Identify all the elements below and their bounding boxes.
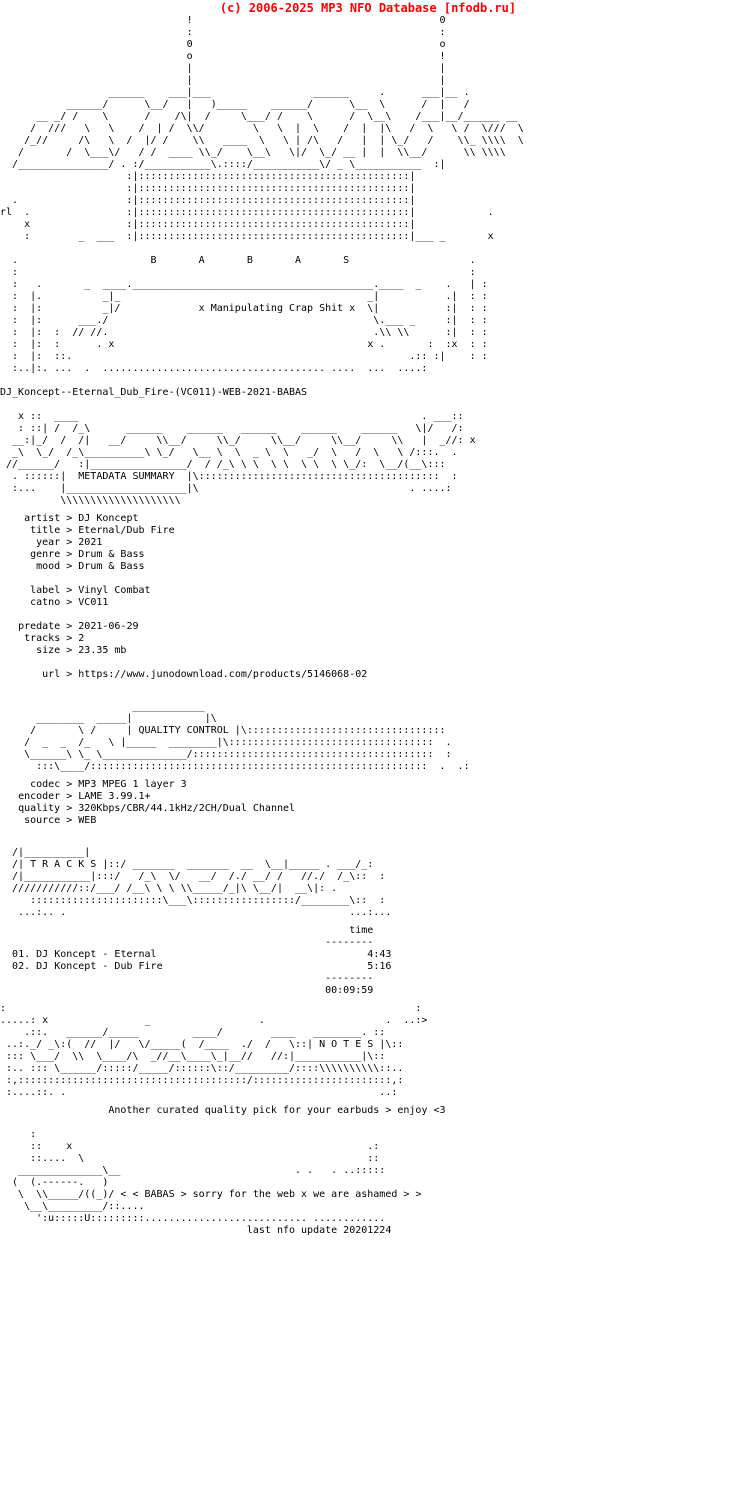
meta-value-genre: Drum & Bass [78, 549, 145, 560]
header-logo-ascii: ! 0 : : 0 o [0, 15, 524, 374]
qc-key-encoder: encoder [18, 791, 61, 802]
notes-text: Another curated quality pick for your ea… [108, 1105, 446, 1116]
qc-key-quality: quality [18, 803, 61, 814]
tracklist-total-time: 00:09:59 [325, 985, 374, 996]
meta-key-url: url [42, 669, 61, 680]
site-header: (c) 2006-2025 MP3 NFO Database [nfodb.ru… [219, 1, 517, 15]
qc-key-codec: codec [30, 779, 61, 790]
metadata-section-banner: x :: ____ . ___:: : ::| / /_\ ______ ___… [6, 411, 476, 506]
meta-key-year: year [36, 537, 61, 548]
meta-value-mood: Drum & Bass [78, 561, 145, 572]
notes-text-line: Another curated quality pick for your ea… [0, 1105, 736, 1117]
footer-ascii: : :: x .: ::.... \ :: ______________\__ … [12, 1129, 422, 1224]
qc-value-codec: MP3 MPEG 1 layer 3 [78, 779, 187, 790]
meta-value-size: 23.35 mb [78, 645, 127, 656]
meta-value-year: 2021 [78, 537, 103, 548]
quality-section-banner: ____________ ________ _____| |\ / \ / | … [24, 701, 470, 772]
track-artist-1: DJ Koncept [36, 949, 97, 960]
track-time-1: 4:43 [367, 949, 392, 960]
meta-key-tracks: tracks [24, 633, 61, 644]
tracks-section-banner: /|__________| /| T R A C K S |::/ ______… [12, 847, 392, 918]
track-artist-2: DJ Koncept [36, 961, 97, 972]
meta-key-genre: genre [30, 549, 61, 560]
qc-value-encoder: LAME 3.99.1+ [78, 791, 151, 802]
track-num-2: 02. [12, 961, 31, 972]
meta-key-size: size [36, 645, 61, 656]
last-update-text: last nfo update 20201224 [246, 1225, 392, 1236]
qc-value-quality: 320Kbps/CBR/44.1kHz/2CH/Dual Channel [78, 803, 296, 814]
meta-value-predate: 2021-06-29 [78, 621, 139, 632]
metadata-fields: artist > DJ Koncept title > Eternal/Dub … [18, 513, 368, 680]
meta-value-tracks: 2 [78, 633, 85, 644]
track-row-2: 02. DJ Koncept - Dub Fire [12, 961, 163, 972]
meta-value-catno: VC011 [78, 597, 109, 608]
meta-key-label: label [30, 585, 61, 596]
track-title-2: Dub Fire [114, 961, 163, 972]
meta-key-artist: artist [24, 513, 61, 524]
tracklist-divider-top: -------- [325, 937, 374, 948]
release-name-text: DJ_Koncept--Eternal_Dub_Fire-(VC011)-WEB… [0, 387, 308, 398]
track-row-1: 01. DJ Koncept - Eternal [12, 949, 157, 960]
nfo-document: (c) 2006-2025 MP3 NFO Database [nfodb.ru… [0, 1, 736, 1237]
qc-key-source: source [24, 815, 61, 826]
meta-key-catno: catno [30, 597, 61, 608]
quality-fields: codec > MP3 MPEG 1 layer 3 encoder > LAM… [18, 779, 296, 826]
track-num-1: 01. [12, 949, 31, 960]
track-title-1: Eternal [114, 949, 157, 960]
meta-value-artist: DJ Koncept [78, 513, 139, 524]
track-time-2: 5:16 [367, 961, 392, 972]
tracklist: time -------- 01. DJ Koncept - Eternal 4… [0, 925, 736, 997]
meta-value-title: Eternal/Dub Fire [78, 525, 175, 536]
meta-key-mood: mood [36, 561, 61, 572]
meta-key-predate: predate [18, 621, 61, 632]
notes-section-banner: : : .....: x _ . . ..:> .::. ______/____… [0, 1003, 428, 1098]
tracklist-time-header: time [349, 925, 374, 936]
release-name: DJ_Koncept--Eternal_Dub_Fire-(VC011)-WEB… [0, 387, 736, 399]
meta-value-url[interactable]: https://www.junodownload.com/products/51… [78, 669, 368, 680]
last-update-line: last nfo update 20201224 [0, 1225, 736, 1237]
meta-value-label: Vinyl Combat [78, 585, 151, 596]
tracklist-divider-bottom: -------- [325, 973, 374, 984]
qc-value-source: WEB [78, 815, 97, 826]
meta-key-title: title [30, 525, 61, 536]
